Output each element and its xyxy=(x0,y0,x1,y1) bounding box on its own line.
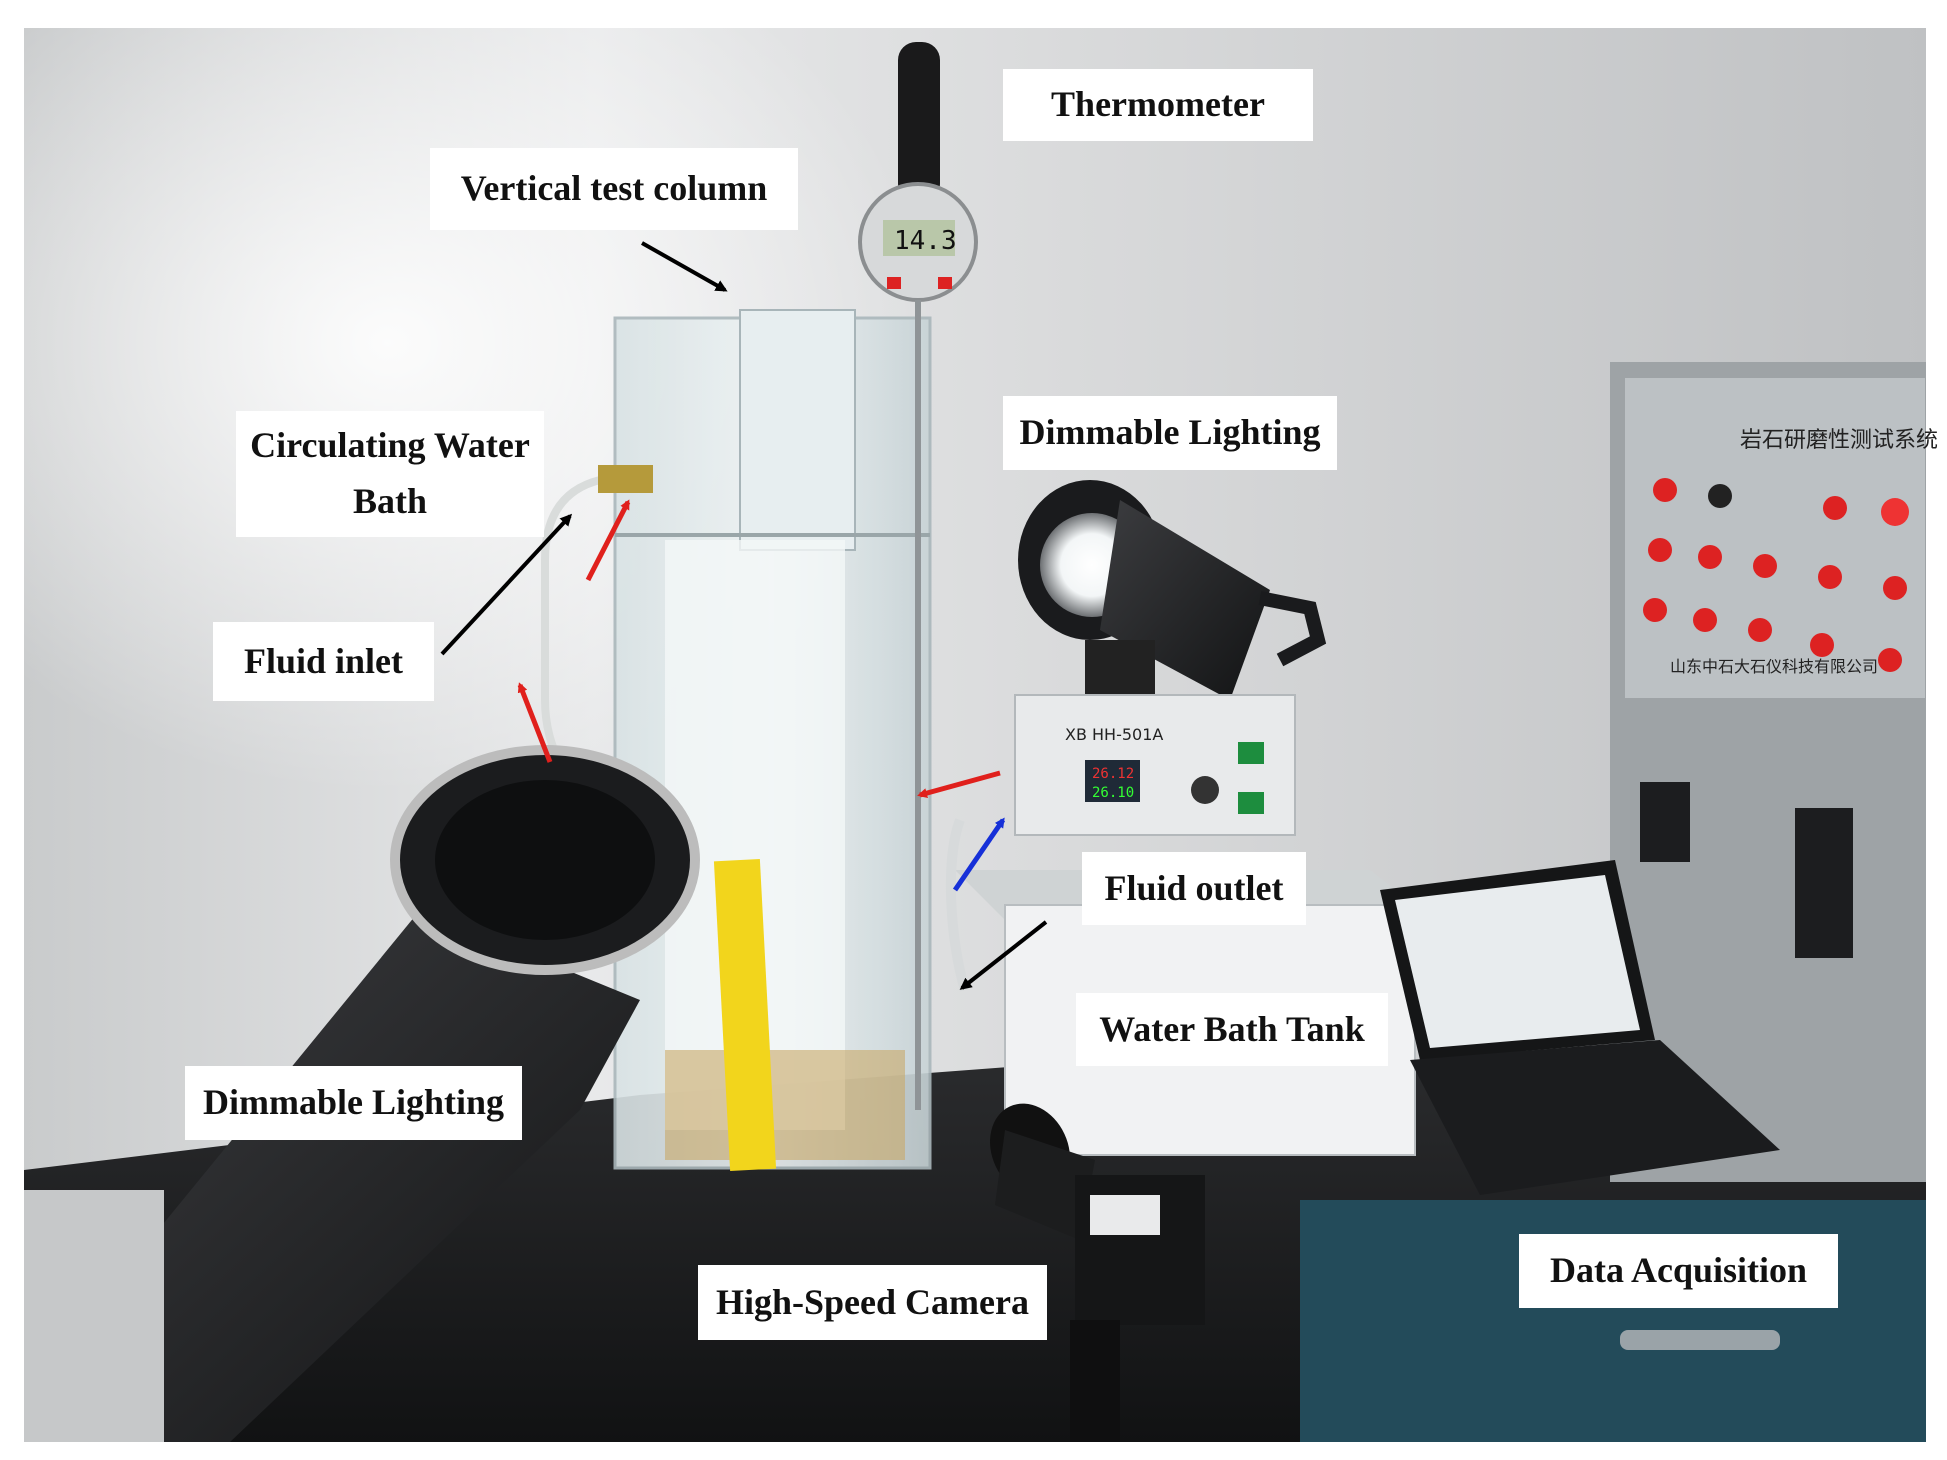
high-speed-camera xyxy=(990,1103,1205,1442)
fluid-inlet-pointer-arrow xyxy=(440,513,573,656)
laptop xyxy=(1380,860,1780,1195)
left-cabinet-edge xyxy=(24,1190,164,1442)
digital-thermometer: 14.3 xyxy=(858,42,978,1110)
svg-text:岩石研磨性测试系统: 岩石研磨性测试系统 xyxy=(1740,428,1938,453)
label-fluid-inlet: Fluid inlet xyxy=(213,622,434,701)
label-dimmable-lighting-bottom: Dimmable Lighting xyxy=(185,1066,522,1140)
label-fluid-outlet: Fluid outlet xyxy=(1082,852,1306,925)
water-bath-controller: XB HH-501A 26.12 26.10 xyxy=(1014,694,1296,836)
dimmable-light-top xyxy=(1018,480,1327,700)
label-dimmable-lighting-top: Dimmable Lighting xyxy=(1003,396,1337,470)
inlet-flow-arrow-upper xyxy=(585,499,631,582)
vertical-test-column xyxy=(613,309,932,1170)
dimmable-light-bottom xyxy=(60,745,700,1442)
return-flow-arrow-blue xyxy=(952,817,1006,892)
label-circulating-water-bath-line2: Bath xyxy=(352,481,428,521)
label-data-acquisition: Data Acquisition xyxy=(1519,1234,1838,1308)
label-thermometer: Thermometer xyxy=(1003,69,1313,141)
outlet-flow-arrow-red xyxy=(917,770,1001,798)
svg-text:XB HH-501A: XB HH-501A xyxy=(1065,725,1163,744)
inlet-flow-arrow-lower xyxy=(517,682,553,763)
inlet-valve xyxy=(598,465,653,493)
label-circulating-water-bath-line1: Circulating Water xyxy=(250,425,530,466)
column-pointer-arrow xyxy=(641,241,728,292)
label-water-bath-tank: Water Bath Tank xyxy=(1076,993,1388,1066)
spirit-level xyxy=(713,859,777,1171)
svg-text:山东中石大石仪科技有限公司: 山东中石大石仪科技有限公司 xyxy=(1670,657,1878,676)
label-vertical-test-column: Vertical test column xyxy=(430,148,798,230)
svg-text:26.10: 26.10 xyxy=(1092,785,1134,801)
label-circulating-water-bath: Circulating Water Bath xyxy=(236,411,544,537)
label-high-speed-camera: High-Speed Camera xyxy=(698,1265,1047,1340)
svg-text:26.12: 26.12 xyxy=(1092,766,1134,782)
drawer-handle xyxy=(1620,1330,1780,1350)
fluid-outlet-pointer-arrow xyxy=(959,920,1048,990)
svg-text:14.3: 14.3 xyxy=(894,226,957,256)
